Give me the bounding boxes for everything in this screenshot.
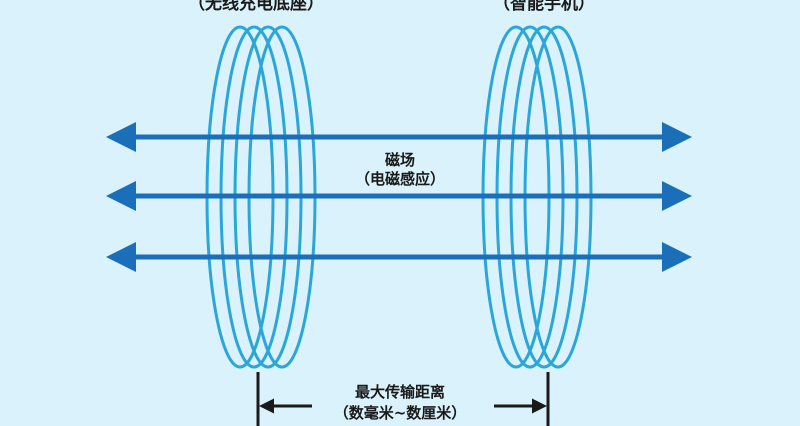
field-subtitle: （电磁感应） [354, 170, 445, 188]
magnetic-field-arrows [106, 122, 692, 272]
distance-title: 最大传输距离 [354, 383, 445, 401]
transmitter-label: （无线充电底座） [188, 0, 324, 14]
receiver-label: （智能手机） [493, 0, 595, 14]
distance-subtitle: （数毫米~数厘米） [333, 404, 467, 422]
distance-dimension [256, 372, 550, 426]
field-title: 磁场 [384, 151, 415, 169]
